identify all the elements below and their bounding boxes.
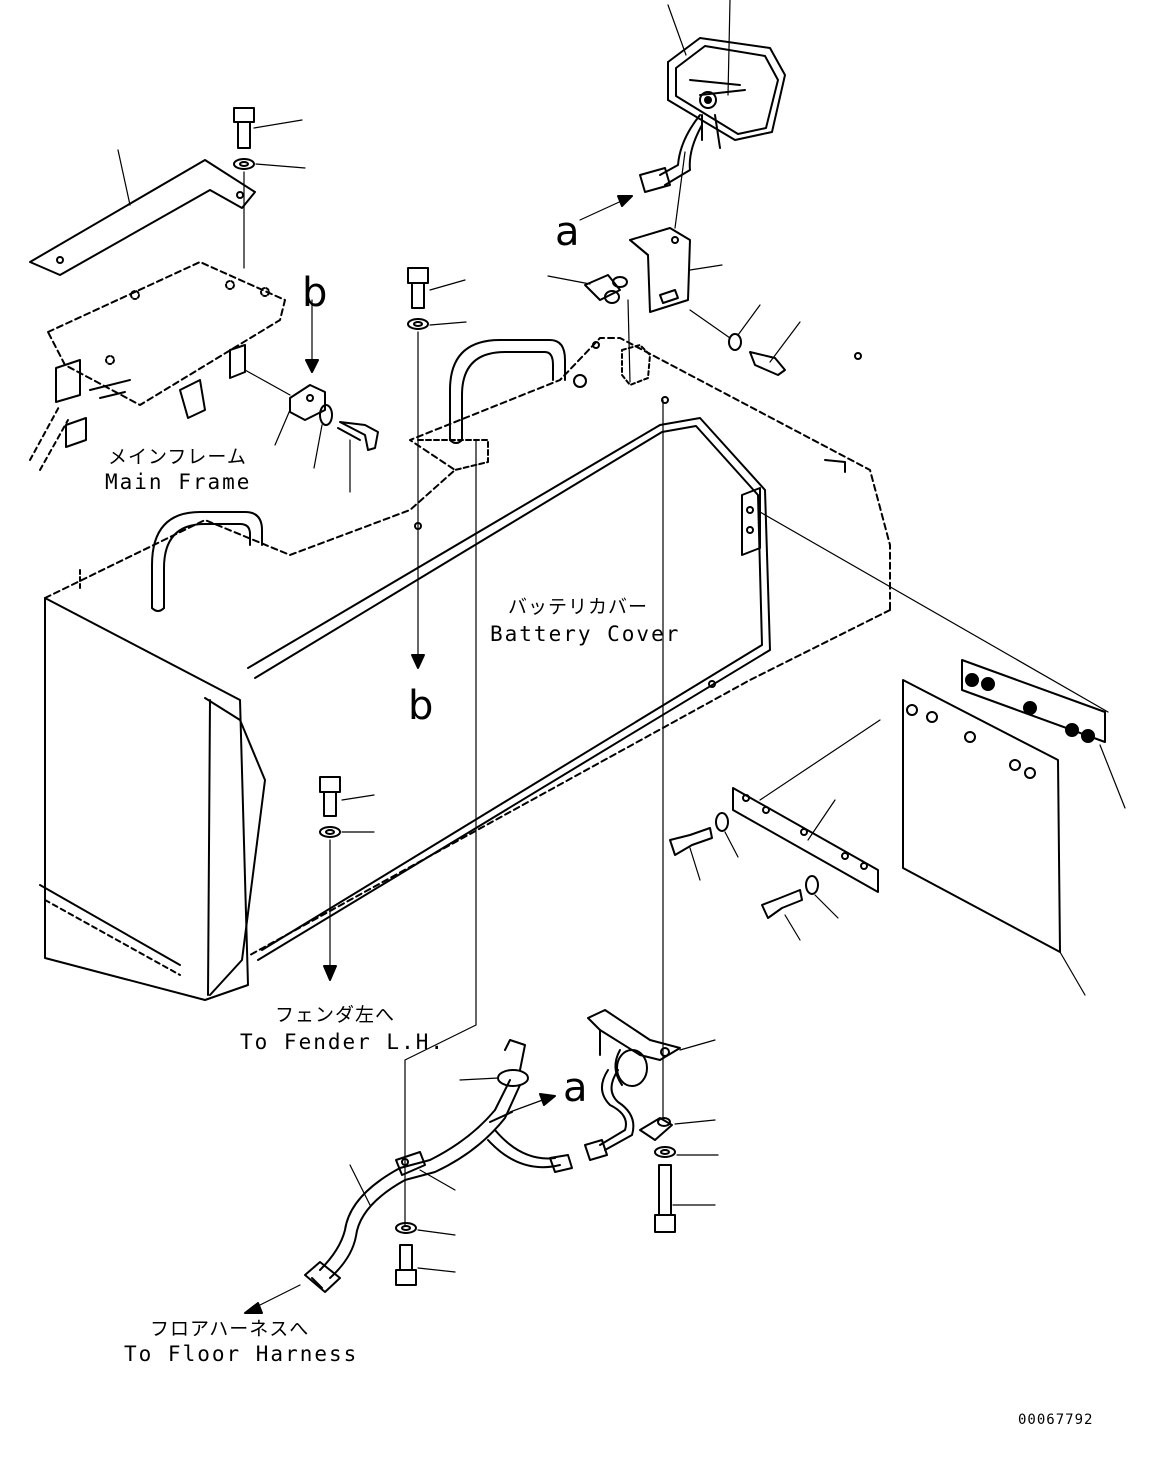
bolt-harness <box>395 1244 456 1286</box>
fender-label-en: To Fender L.H. <box>240 1030 446 1054</box>
bolt-flap-1 <box>669 827 713 881</box>
marker-a-bottom: a <box>563 1065 588 1111</box>
bolt-1 <box>233 107 303 149</box>
nut-lamp <box>547 274 628 304</box>
washer-flap-2 <box>805 875 839 919</box>
main-frame-bracket <box>29 149 256 276</box>
washer-sensor <box>654 1146 719 1158</box>
handle-top <box>417 339 566 471</box>
bolt-sensor <box>654 1164 716 1233</box>
terminal-lug <box>639 1117 716 1141</box>
document-number: 00067792 <box>1018 1412 1094 1428</box>
fender-label-jp: フェンダ左へ <box>275 1004 396 1026</box>
bolt-b <box>337 421 379 493</box>
washer-lamp <box>689 304 761 351</box>
main-frame <box>29 261 286 471</box>
bracket-b <box>244 299 326 446</box>
washer-1 <box>233 158 306 269</box>
washer-harness <box>395 1222 456 1236</box>
washer-b <box>313 404 333 469</box>
marker-a-arrow-bottom <box>509 1093 556 1113</box>
washer-flap-1 <box>715 812 739 858</box>
lamp-mount <box>621 299 651 386</box>
sensor-bracket <box>584 1009 716 1161</box>
work-lamp <box>639 0 786 193</box>
floor-harness-label-jp: フロアハーネスへ <box>150 1318 310 1340</box>
mudflap-bottom-plate <box>732 719 881 893</box>
marker-a-top: a <box>555 209 580 255</box>
marker-b-bottom: b <box>408 683 434 729</box>
harness <box>304 399 664 1293</box>
main-frame-label-en: Main Frame <box>105 470 252 494</box>
mudflap <box>902 679 1086 996</box>
lamp-bracket <box>629 151 723 313</box>
handle-left <box>151 511 263 612</box>
battery-cover-label-en: Battery Cover <box>490 622 681 646</box>
floor-harness-label-en: To Floor Harness <box>124 1342 359 1366</box>
battery-cover <box>39 337 1109 1001</box>
bolt-flap-2 <box>761 889 803 941</box>
marker-b-top: b <box>302 270 328 316</box>
bolt-center <box>407 267 466 309</box>
battery-cover-label-jp: バッテリカバー <box>508 596 649 618</box>
mudflap-top-plate <box>961 659 1126 809</box>
floor-harness-arrow <box>244 1284 301 1314</box>
washer-center <box>407 318 467 669</box>
marker-a-arrow-top <box>579 195 633 221</box>
washer-fender <box>319 826 375 981</box>
bolt-lamp <box>749 321 801 376</box>
bolt-fender <box>319 776 375 817</box>
main-frame-label-jp: メインフレーム <box>108 446 247 468</box>
